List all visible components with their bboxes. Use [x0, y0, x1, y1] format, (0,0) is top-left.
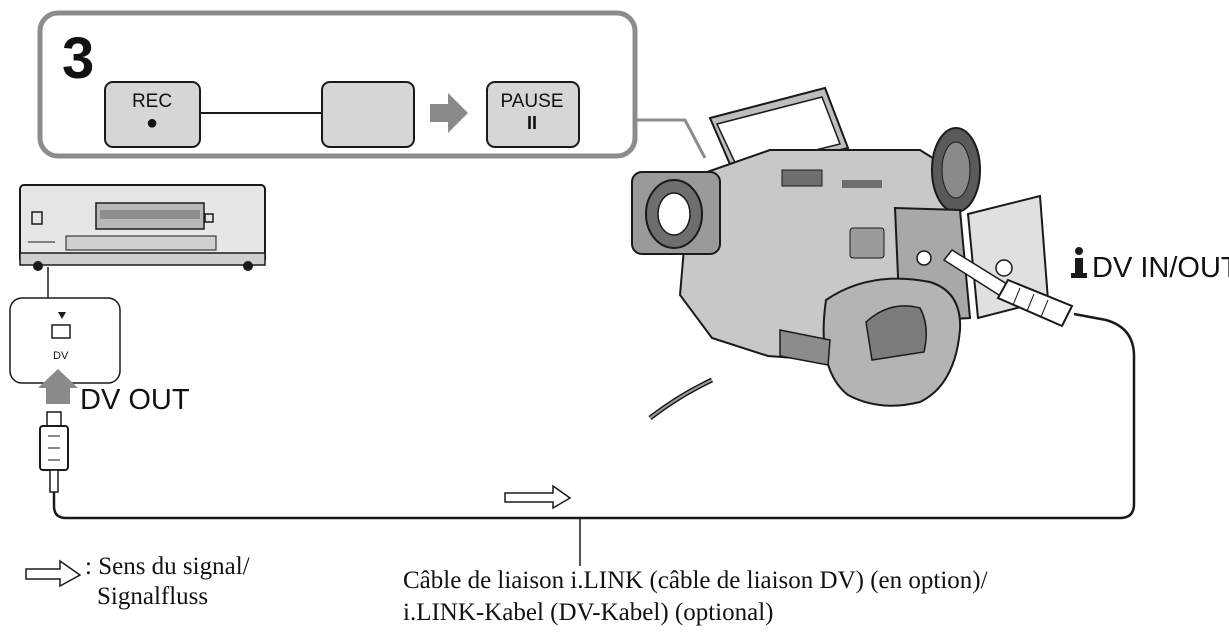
left-cable-plug	[39, 411, 69, 493]
panel-callout-line	[635, 118, 707, 159]
signal-flow-arrow	[504, 484, 572, 510]
legend-signal-arrow	[25, 559, 82, 588]
rec-dot-icon: ●	[145, 112, 159, 134]
signal-legend: : Sens du signal/ Signalfluss	[85, 552, 250, 612]
legend-line-1: : Sens du signal/	[85, 553, 250, 580]
dv-out-arrow	[38, 369, 78, 404]
pause-button-label: PAUSE	[500, 91, 564, 112]
pause-button	[486, 81, 580, 148]
vcr-port-label: DV	[53, 350, 69, 362]
camcorder	[631, 86, 1050, 420]
vcr-deck	[19, 184, 266, 271]
blank-button	[321, 81, 415, 148]
dv-in-out-label: DV IN/OUT	[1092, 252, 1229, 284]
step-number: 3	[62, 26, 95, 91]
legend-line-2: Signalfluss	[97, 583, 209, 610]
cable-caption-line-2: i.LINK-Kabel (DV-Kabel) (optional)	[403, 599, 774, 626]
next-step-arrow	[430, 93, 468, 133]
dv-out-label: DV OUT	[80, 384, 190, 416]
dv-port-icon	[51, 324, 71, 339]
cable-caption-line-1: Câble de liaison i.LINK (câble de liaiso…	[403, 567, 988, 594]
i-link-cable	[52, 312, 1136, 520]
rec-button-label: REC	[131, 91, 173, 112]
cable-caption: Câble de liaison i.LINK (câble de liaiso…	[403, 565, 988, 629]
vcr-port-callout	[9, 297, 121, 384]
rec-button	[104, 81, 201, 148]
i-link-icon	[1071, 247, 1087, 278]
pause-icon: II	[526, 113, 537, 133]
port-indicator-icon	[58, 312, 66, 319]
right-cable-plug	[942, 249, 1074, 328]
